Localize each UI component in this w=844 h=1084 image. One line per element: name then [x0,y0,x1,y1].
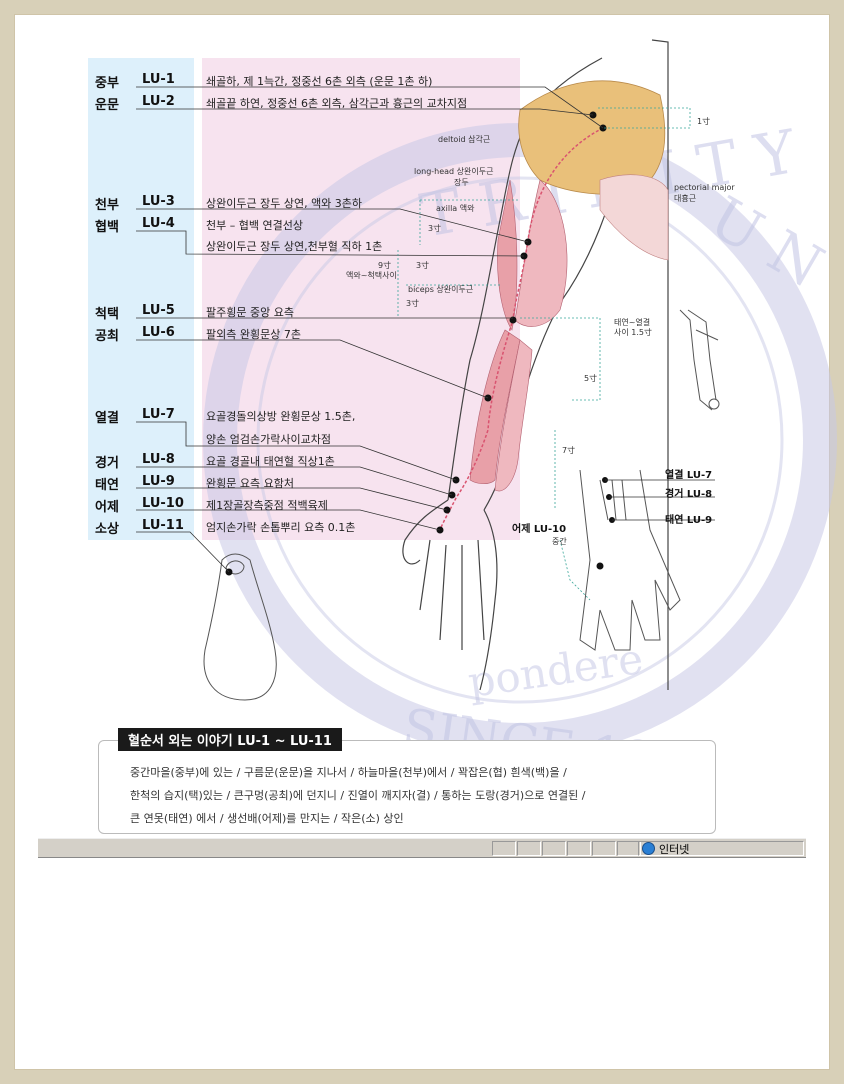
point-name-lu3: 천부 [95,198,119,213]
point-desc-lu9: 완횡문 요측 요함처 [206,477,294,490]
point-code-lu9: LU-9 [142,474,175,489]
label-three-cun-c: 3寸 [406,299,420,308]
status-cell [492,841,516,856]
label-one-cun: 1寸 [697,117,711,126]
point-desc-lu2: 쇄골끝 하연, 정중선 6촌 외측, 삼각근과 흉근의 교차지점 [206,97,468,110]
label-taiyuan-dist: 사이 1.5寸 [614,328,652,337]
point-desc-lu6: 팔외측 완횡문상 7촌 [206,328,301,341]
point-desc-lu7-line2: 양손 엄검손가락사이교차점 [206,433,331,446]
status-cell [617,841,641,856]
point-name-lu8: 경거 [95,456,119,471]
point-desc-lu5: 팔주횡문 중앙 요측 [206,306,294,319]
point-name-lu11: 소상 [95,522,119,537]
status-cell [542,841,566,856]
point-name-lu2: 운문 [95,98,119,113]
point-code-lu3: LU-3 [142,194,175,209]
hand-label-lu9: 태연 LU-9 [665,515,713,526]
point-name-lu6: 공최 [95,329,119,344]
label-pectoral-ko: 대흉근 [674,194,697,203]
point-name-lu9: 태연 [95,478,119,493]
point-code-lu2: LU-2 [142,94,175,109]
label-long-head-ko: 장두 [454,178,469,187]
security-zone-label: 인터넷 [659,843,690,856]
status-cell [517,841,541,856]
status-cell [567,841,591,856]
label-deltoid: deltoid 삼각근 [438,135,491,144]
hand-label-lu7: 열결 LU-7 [665,470,713,481]
point-desc-lu3: 상완이두근 장두 상연, 액와 3촌하 [206,197,363,210]
label-three-cun-b: 3寸 [416,261,430,270]
mnemonic-story-line-3: 큰 연못(태연) 에서 / 생선배(어제)를 만지는 / 작은(소) 상인 [130,812,404,825]
label-seven-cun: 7寸 [562,446,576,455]
hand-label-lu8: 경거 LU-8 [665,489,713,500]
mnemonic-story-line-1: 중간마을(중부)에 있는 / 구름문(운문)을 지나서 / 하늘마을(천부)에서… [130,766,567,779]
status-cell [592,841,616,856]
point-code-lu6: LU-6 [142,325,175,340]
point-code-lu5: LU-5 [142,303,175,318]
point-code-lu4: LU-4 [142,216,175,231]
point-code-lu8: LU-8 [142,452,175,467]
hand-label-lu10: 어제 LU-10 [512,524,567,535]
point-name-lu4: 협백 [95,220,119,235]
point-desc-lu4-line2: 상완이두근 장두 상연,천부혈 직하 1촌 [206,240,383,253]
label-long-head: long-head 상완이두근 [414,167,494,176]
label-pectoral: pectorial major [674,183,735,192]
point-name-lu7: 열결 [95,411,119,426]
point-desc-lu1: 쇄골하, 제 1늑간, 정중선 6촌 외측 (운문 1촌 하) [206,75,433,88]
point-name-lu10: 어제 [95,500,119,515]
browser-status-bar: 인터넷 [38,838,806,858]
label-middle: 중간 [552,537,567,546]
mnemonic-story-title: 혈순서 외는 이야기 LU-1 ~ LU-11 [118,728,342,751]
point-code-lu10: LU-10 [142,496,184,511]
point-code-lu11: LU-11 [142,518,184,533]
label-nine-cun: 9寸 [378,261,392,270]
label-three-cun-a: 3寸 [428,224,442,233]
label-biceps: biceps 상완이두근 [408,285,474,294]
point-desc-lu10: 제1장골장측중점 적백육제 [206,499,328,512]
label-taiyuan: 태연~열결 [614,318,651,327]
point-desc-lu11: 엄지손가락 손톱뿌리 요측 0.1촌 [206,521,356,534]
point-desc-lu8: 요골 경골내 태연혈 직상1촌 [206,455,335,468]
label-axilla: axilla 액와 [436,204,475,213]
mnemonic-story-box [98,740,716,834]
point-code-lu1: LU-1 [142,72,175,87]
globe-icon [642,842,655,855]
point-code-lu7: LU-7 [142,407,175,422]
security-zone[interactable]: 인터넷 [638,841,804,856]
blue-band [88,58,194,540]
point-desc-lu4: 천부 – 협백 연결선상 [206,219,303,232]
point-name-lu1: 중부 [95,76,119,91]
label-axilla-elbow: 액와~척택사이 [346,271,397,280]
mnemonic-story-line-2: 한척의 습지(택)있는 / 큰구멍(공최)에 던지니 / 진열이 깨지자(결) … [130,789,586,802]
point-name-lu5: 척택 [95,307,119,322]
point-desc-lu7: 요골경돌의상방 완횡문상 1.5촌, [206,410,356,423]
label-five-cun: 5寸 [584,374,598,383]
